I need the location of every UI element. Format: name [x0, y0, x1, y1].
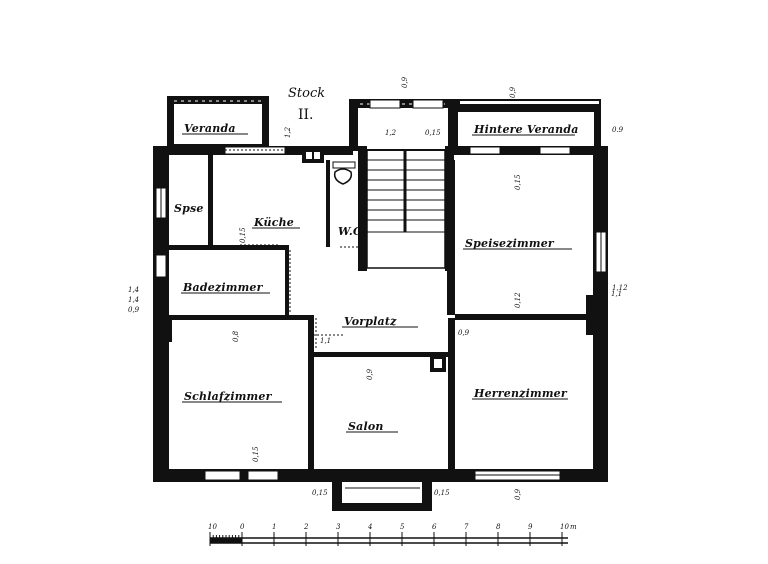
room-label-salon: Salon [348, 420, 384, 433]
plan-heading-level: II. [298, 107, 314, 123]
room-label-kueche: Küche [253, 216, 294, 229]
room-label-herrenzimmer: Herrenzimmer [473, 387, 568, 400]
dim-label: 1,1 [611, 290, 622, 298]
dim-label: 0,12 [514, 292, 522, 308]
scale-tick-label: 7 [464, 523, 469, 531]
dim-label: 0,9 [366, 368, 374, 380]
dim-label: 0,9 [128, 306, 140, 314]
dim-label: 0,8 [232, 330, 240, 342]
room-label-vorplatz: Vorplatz [344, 315, 397, 328]
scale-tick-label: 9 [528, 523, 533, 531]
dim-label: 0,9 [458, 329, 470, 337]
dim-label: 0,9 [401, 76, 409, 88]
dim-label: 0,15 [434, 489, 450, 497]
scale-tick-label: 6 [432, 523, 437, 531]
windows [155, 99, 607, 481]
staircase[interactable] [366, 149, 446, 269]
room-label-speisezimmer: Speisezimmer [465, 237, 555, 250]
veranda-left [167, 96, 269, 146]
scale-tick-label: 2 [303, 523, 309, 531]
dimension-labels: 0,9 0,9 0.9 1,2 1,2 0,15 0,15 0,15 1,4 1… [128, 76, 628, 500]
dim-label: 1,4 [128, 296, 139, 304]
dim-label: 1,12 [612, 284, 628, 292]
dim-label: 0,15 [312, 489, 328, 497]
scale-tick-label: 4 [367, 523, 372, 531]
scale-tick-label: 3 [336, 523, 341, 531]
room-label-hintere-veranda: Hintere Veranda [473, 123, 579, 136]
dim-label: 0,9 [514, 488, 522, 500]
scale-tick-label: 10 [208, 523, 217, 531]
label-underlines [181, 133, 575, 433]
room-label-speise: Spse [174, 202, 204, 215]
scale-tick-label: 10 [560, 523, 569, 531]
room-label-wc: W.C. [338, 225, 366, 238]
room-label-schlafzimmer: Schlafzimmer [184, 390, 273, 403]
scale-tick-label: 8 [496, 523, 501, 531]
dim-label: 1,4 [128, 286, 139, 294]
dim-label: 1,1 [320, 337, 331, 345]
south-bay [332, 477, 432, 511]
scale-tick-label: 1 [272, 523, 276, 531]
scale-tick-label: 5 [400, 523, 405, 531]
dim-label: 0,15 [239, 227, 247, 243]
dim-label: 0,15 [425, 129, 441, 137]
dim-label: 0,15 [252, 446, 260, 462]
door-openings [170, 244, 453, 356]
wc-fixture-icon [332, 161, 356, 185]
scale-tick-label: 0 [240, 523, 245, 531]
dim-label: 1,2 [385, 129, 397, 137]
dim-label: 0,15 [514, 174, 522, 190]
room-label-veranda: Veranda [184, 122, 236, 135]
dim-label: 0.9 [612, 126, 624, 134]
dim-label: 1,2 [284, 126, 292, 138]
plan-heading-stock: Stock [288, 86, 325, 101]
scale-unit-label: m [570, 523, 577, 531]
room-label-badezimmer: Badezimmer [182, 281, 264, 294]
dim-label: 0,9 [509, 86, 517, 98]
